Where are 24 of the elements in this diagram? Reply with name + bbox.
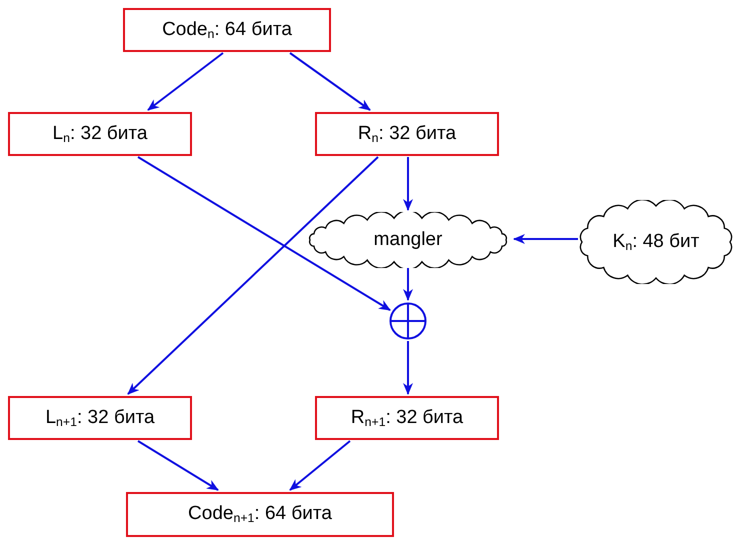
node-label: K$_{n}$: 48 бит xyxy=(612,230,700,254)
arrow xyxy=(403,268,413,301)
process-box xyxy=(126,492,394,537)
process-box xyxy=(315,396,499,440)
arrow xyxy=(147,52,224,111)
arrow xyxy=(403,157,413,211)
node-label: mangler xyxy=(374,229,442,251)
process-box xyxy=(123,8,331,52)
arrow xyxy=(513,234,578,244)
arrow xyxy=(137,440,219,491)
arrow xyxy=(403,341,413,395)
arrow xyxy=(289,52,371,111)
arrow xyxy=(127,156,379,395)
node-label: Code$_{n+1}$: 64 бита xyxy=(188,503,332,526)
node-label: R$_{n}$: 32 бита xyxy=(358,122,456,146)
process-box xyxy=(315,112,499,156)
node-label: R$_{n+1}$: 32 бита xyxy=(350,406,464,430)
process-box xyxy=(8,112,192,156)
node-label: L$_{n}$: 32 бита xyxy=(52,122,148,146)
node-label: L$_{n+1}$: 32 бита xyxy=(45,406,155,430)
arrow xyxy=(137,156,391,311)
node-label: Code$_{n}$: 64 бита xyxy=(162,18,292,42)
process-box xyxy=(8,396,192,440)
arrow xyxy=(289,440,351,491)
